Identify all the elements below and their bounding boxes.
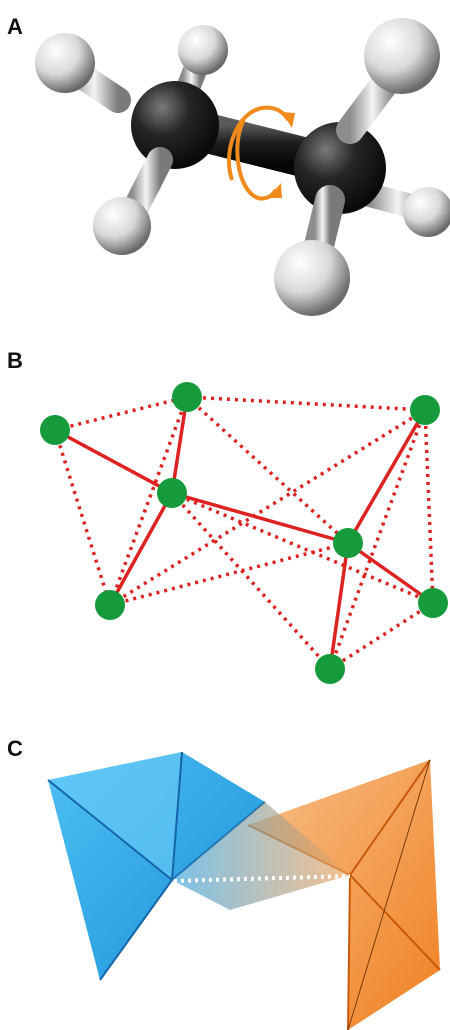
network-node	[410, 395, 440, 425]
dashed-edge	[328, 409, 427, 670]
dashed-edge	[108, 396, 189, 606]
dashed-edge	[171, 491, 434, 605]
center-link-dashed	[173, 874, 351, 883]
hydrogen-atom-top-right	[336, 18, 440, 144]
hydrogen-atom-back-left	[35, 33, 131, 113]
dashed-edge	[53, 429, 112, 606]
linked-tetrahedra-diagram	[47, 751, 441, 1030]
bridge-face	[172, 802, 350, 910]
network-node	[172, 382, 202, 412]
carbon-atom-left	[131, 81, 219, 169]
dashed-edge	[109, 408, 426, 607]
tetrahedron-blue	[47, 751, 266, 981]
carbon-atom-right	[294, 122, 386, 214]
panel-label-a: A	[7, 14, 23, 39]
network-node	[40, 415, 70, 445]
solid-edge	[108, 492, 174, 606]
node-network-graph	[40, 382, 448, 684]
dashed-edge	[329, 601, 434, 671]
dashed-edge	[54, 395, 188, 432]
panel-label-b: B	[7, 348, 23, 373]
hydrogen-atom-back-right	[358, 183, 450, 237]
network-node	[95, 590, 125, 620]
dashed-edge	[109, 541, 349, 607]
solid-edge	[328, 542, 350, 670]
hydrogen-atom-bottom-right	[274, 185, 350, 316]
dashed-edge	[423, 409, 435, 604]
network-node	[157, 478, 187, 508]
network-node	[333, 528, 363, 558]
rotation-arrow-icon	[226, 105, 295, 201]
dashed-edge	[186, 395, 426, 412]
solid-edge	[346, 541, 435, 605]
ethane-molecule-model	[35, 18, 450, 316]
network-node	[418, 588, 448, 618]
hydrogen-atom-front-left	[93, 147, 173, 255]
network-edges	[53, 395, 435, 671]
panel-label-c: C	[7, 736, 23, 761]
solid-edge	[170, 396, 189, 494]
solid-edge	[54, 428, 173, 495]
solid-edge	[171, 491, 349, 545]
network-node	[315, 654, 345, 684]
solid-edge	[346, 409, 427, 544]
network-nodes	[40, 382, 448, 684]
